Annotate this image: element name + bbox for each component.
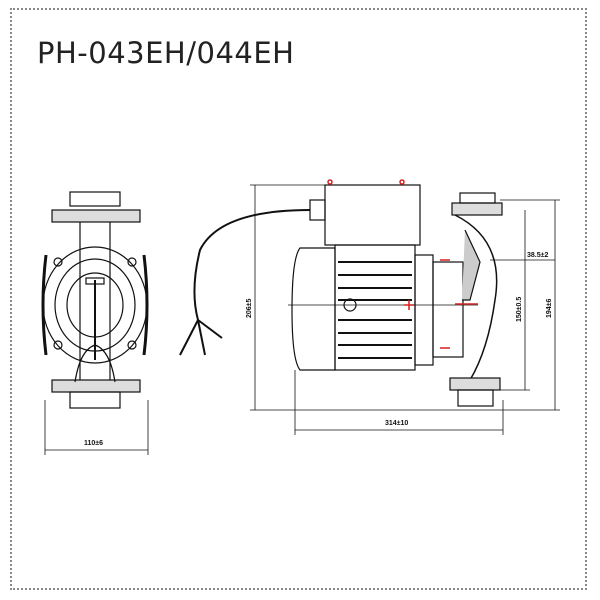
side-view xyxy=(288,184,503,407)
dim-flange-offset: 38.5±2 xyxy=(527,252,548,259)
dim-port-center: 150±0.5 xyxy=(516,297,523,322)
dotted-frame xyxy=(10,8,587,590)
dim-total-length: 314±10 xyxy=(385,420,408,427)
power-cable xyxy=(179,209,311,356)
red-markers xyxy=(327,179,478,349)
dim-motor-height: 206±5 xyxy=(246,298,253,318)
model-title: PH-043EH/044EH xyxy=(37,36,295,70)
front-view xyxy=(41,191,149,409)
dim-front-width: 110±6 xyxy=(84,440,103,447)
dimension-lines xyxy=(44,184,560,455)
dim-total-height: 194±6 xyxy=(546,298,553,318)
